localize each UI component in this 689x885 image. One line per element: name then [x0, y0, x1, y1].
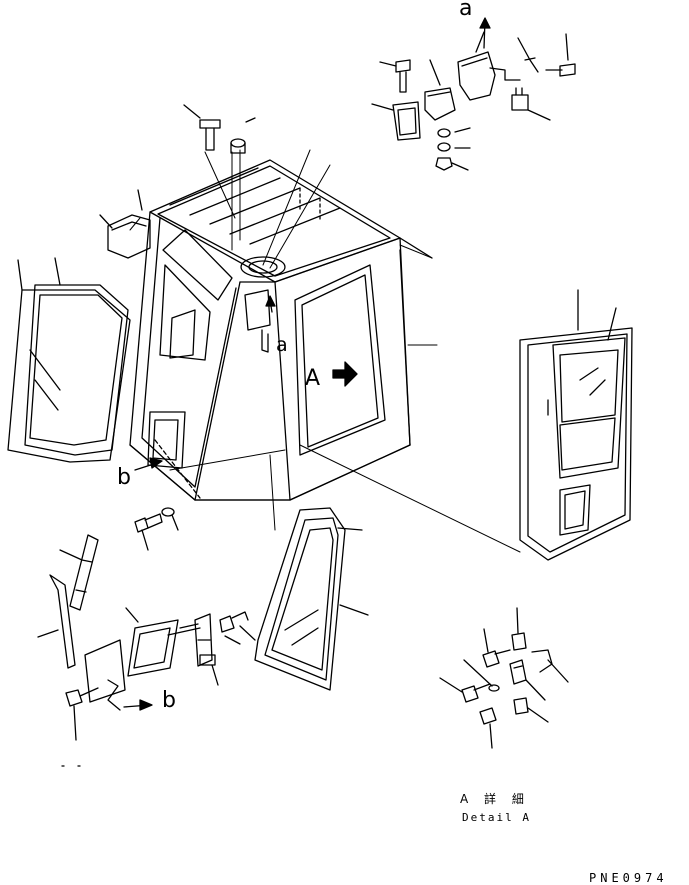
roof-bolts [183, 104, 256, 154]
arrow-a-cab [261, 295, 276, 353]
callout-b-frame: b [117, 465, 131, 490]
arrow-a-top [479, 17, 491, 49]
view-a-arrow [332, 361, 358, 387]
detail-a-parts [439, 607, 569, 749]
callout-view-a: A [305, 366, 321, 391]
callout-a-cab: a [276, 334, 288, 356]
cab-base-bolt [134, 507, 179, 551]
drawing-code: PNE0974 [589, 871, 668, 885]
callout-b-lower: b [162, 688, 176, 713]
detail-title-jp: A 詳 細 [460, 792, 530, 806]
front-lower-glass [254, 507, 369, 691]
arrow-b-frame [134, 457, 163, 471]
callout-a-top: a [459, 0, 473, 21]
detail-title-en: Detail A [462, 811, 531, 824]
bottom-left-parts [37, 534, 256, 741]
top-right-assembly [371, 31, 576, 171]
left-glass-panel [7, 257, 131, 463]
operator-cab [129, 159, 433, 501]
right-door [519, 289, 633, 561]
rear-cover [99, 189, 151, 259]
leader-lines [129, 149, 521, 553]
